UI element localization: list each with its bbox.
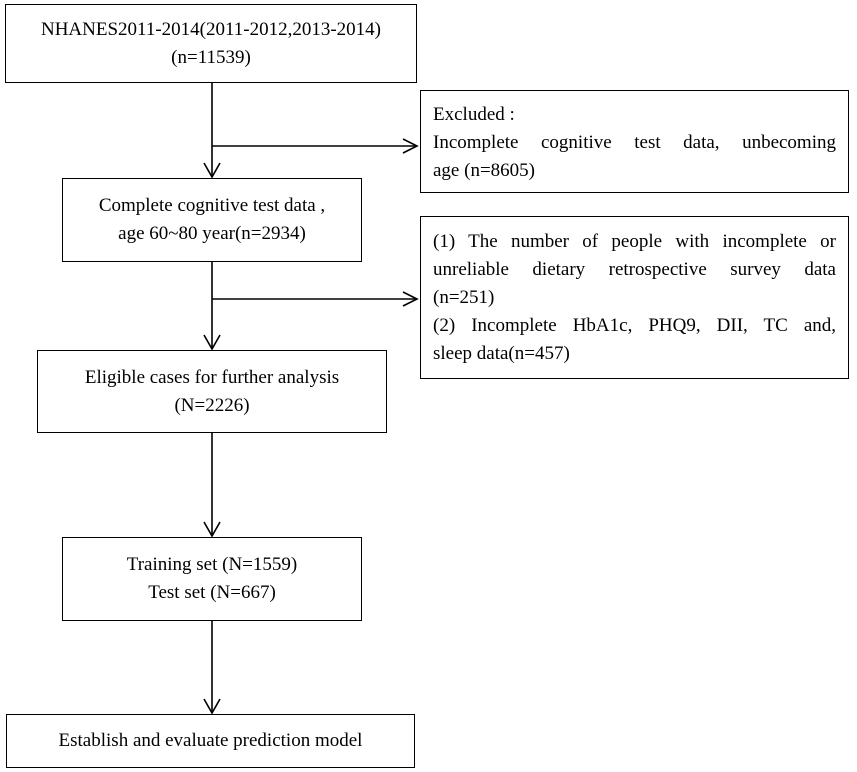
- final-box: Establish and evaluate prediction model: [6, 714, 415, 768]
- step4-box: Training set (N=1559) Test set (N=667): [62, 537, 362, 621]
- exclusion2-line3: (n=251): [433, 287, 495, 308]
- arrowhead-step2: [203, 162, 221, 179]
- exclusion1-line3: age (n=8605): [433, 160, 535, 181]
- final-line1: Establish and evaluate prediction model: [58, 730, 363, 751]
- step4-line1: Training set (N=1559): [126, 554, 298, 575]
- arrowhead-exclusion1: [402, 138, 419, 154]
- arrowhead-step4: [203, 521, 221, 538]
- start-box: NHANES2011-2014(2011-2012,2013-2014) (n=…: [5, 4, 417, 83]
- exclusion2-line5: sleep data(n=457): [433, 343, 570, 364]
- exclusion2-box: (1) The number of people with incomplete…: [420, 216, 849, 379]
- step3-box: Eligible cases for further analysis (N=2…: [37, 350, 387, 433]
- step3-line2: (N=2226): [174, 394, 250, 416]
- exclusion1-line2: Incomplete cognitive test data, unbecomi…: [433, 132, 836, 153]
- exclusion2-line2: unreliable dietary retrospective survey …: [433, 259, 836, 280]
- step4-line2: Test set (N=667): [148, 582, 276, 603]
- arrowhead-step3: [203, 334, 221, 351]
- step2-box: Complete cognitive test data , age 60~80…: [62, 178, 362, 262]
- exclusion1-line1: Excluded :: [433, 104, 515, 125]
- step3-line1: Eligible cases for further analysis: [84, 366, 340, 388]
- start-box-line1: NHANES2011-2014(2011-2012,2013-2014): [40, 18, 382, 40]
- exclusion1-box: Excluded : Incomplete cognitive test dat…: [420, 90, 849, 193]
- exclusion2-line1: (1) The number of people with incomplete…: [433, 231, 836, 252]
- step2-line2: age 60~80 year(n=2934): [118, 223, 306, 244]
- step2-line1: Complete cognitive test data ,: [98, 195, 326, 216]
- arrowhead-exclusion2: [402, 291, 419, 307]
- exclusion2-line4: (2) Incomplete HbA1c, PHQ9, DII, TC and,: [433, 315, 836, 336]
- arrowhead-final: [203, 698, 221, 715]
- start-box-line2: (n=11539): [171, 46, 251, 68]
